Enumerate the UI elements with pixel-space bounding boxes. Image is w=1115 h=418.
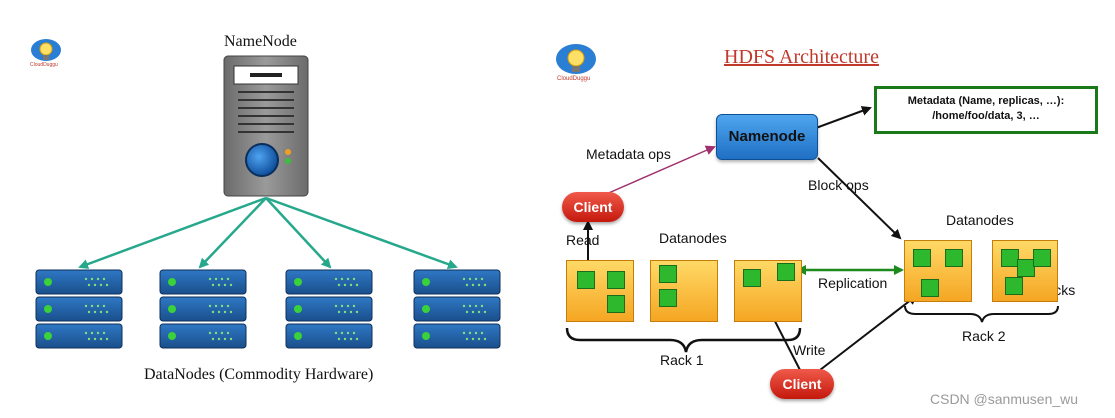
rack2-datanode-1 bbox=[904, 240, 972, 302]
block-ops-arrow bbox=[817, 157, 902, 240]
block bbox=[777, 263, 795, 281]
rack2-brace bbox=[904, 305, 1059, 323]
metadata-line2: /home/foo/data, 3, … bbox=[932, 110, 1040, 122]
block bbox=[1017, 259, 1035, 277]
datanode-server-icon bbox=[413, 269, 501, 349]
block bbox=[607, 271, 625, 289]
namenode-server-icon bbox=[223, 55, 309, 197]
rack1-datanode-2 bbox=[650, 260, 718, 322]
block bbox=[1033, 249, 1051, 267]
datanodes-left-label: Datanodes bbox=[659, 230, 727, 246]
namenode-box: Namenode bbox=[716, 114, 818, 160]
block-ops-label: Block ops bbox=[808, 177, 869, 193]
block bbox=[921, 279, 939, 297]
rack2-datanode-2 bbox=[992, 240, 1058, 302]
logo-right-text: CloudDuggu bbox=[557, 76, 591, 82]
namenode-label: NameNode bbox=[224, 33, 297, 50]
block bbox=[607, 295, 625, 313]
block bbox=[659, 289, 677, 307]
block bbox=[659, 265, 677, 283]
block bbox=[1005, 277, 1023, 295]
rack1-label: Rack 1 bbox=[660, 352, 704, 368]
replication-label: Replication bbox=[818, 275, 888, 291]
block bbox=[913, 249, 931, 267]
rack1-brace bbox=[565, 327, 802, 353]
cloudduggu-logo-right bbox=[556, 44, 596, 74]
client-read: Client bbox=[562, 192, 624, 222]
block bbox=[945, 249, 963, 267]
namenode-metadata-arrow bbox=[815, 106, 872, 129]
client-write: Client bbox=[770, 369, 834, 399]
write-label: Write bbox=[793, 342, 826, 358]
read-label: Read bbox=[566, 232, 600, 248]
datanode-server-icon bbox=[285, 269, 373, 349]
rack1-datanode-3 bbox=[734, 260, 802, 322]
logo-left-text: CloudDuggu bbox=[30, 62, 58, 68]
metadata-line1: Metadata (Name, replicas, …): bbox=[907, 95, 1065, 107]
namenode-to-datanode-arrows bbox=[78, 196, 458, 269]
csdn-watermark: CSDN @sanmusen_wu bbox=[930, 391, 1079, 407]
datanodes-label: DataNodes (Commodity Hardware) bbox=[144, 366, 374, 383]
diagram-title: HDFS Architecture bbox=[724, 46, 879, 68]
metadata-ops-arrow bbox=[603, 145, 716, 196]
cloudduggu-logo-left bbox=[31, 39, 61, 61]
datanode-server-icon bbox=[159, 269, 247, 349]
rack1-datanode-1 bbox=[566, 260, 634, 322]
namenode-box-label: Namenode bbox=[728, 128, 806, 145]
write-arrow-rack2 bbox=[819, 294, 918, 371]
block bbox=[743, 269, 761, 287]
block bbox=[1001, 249, 1019, 267]
datanodes-right-label: Datanodes bbox=[946, 212, 1014, 228]
metadata-ops-label: Metadata ops bbox=[586, 146, 671, 162]
datanode-server-icon bbox=[35, 269, 123, 349]
metadata-box: Metadata (Name, replicas, …): /home/foo/… bbox=[874, 86, 1098, 134]
rack2-label: Rack 2 bbox=[962, 328, 1006, 344]
block bbox=[577, 271, 595, 289]
